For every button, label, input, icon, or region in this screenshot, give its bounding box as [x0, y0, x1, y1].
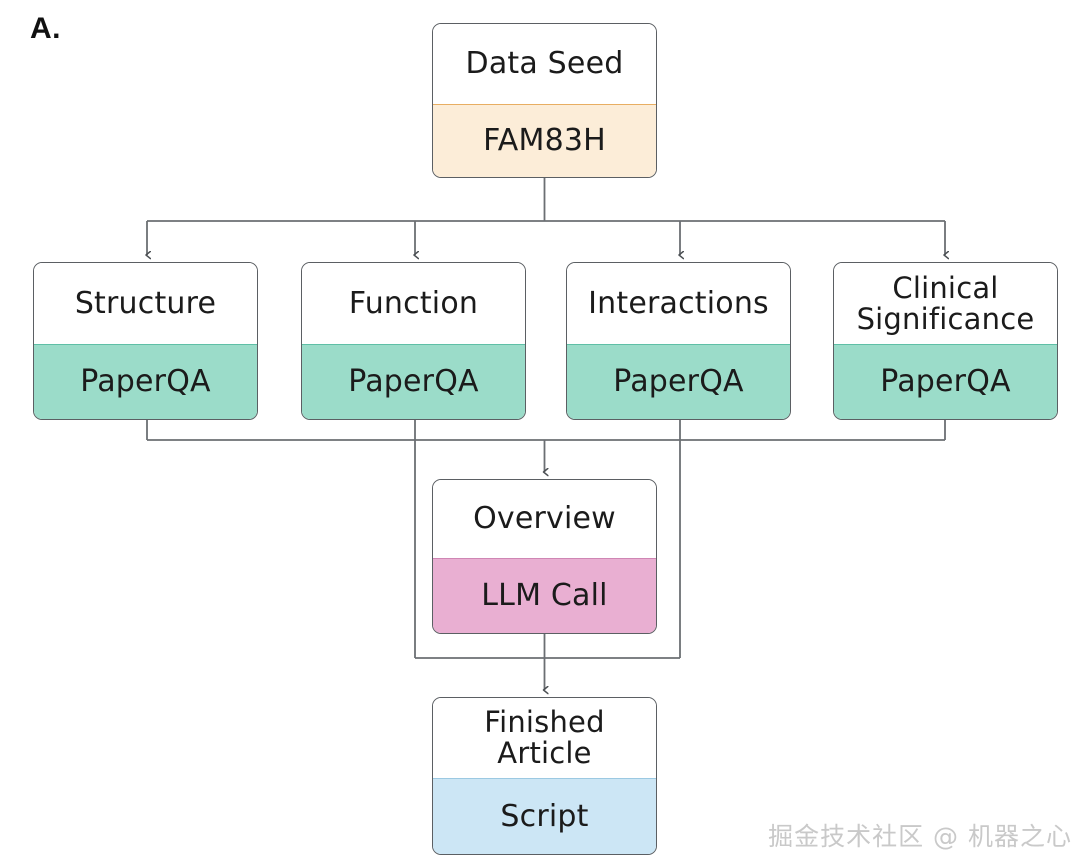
- node-clinical-significance-title: Clinical Significance: [834, 263, 1057, 344]
- node-structure-tool: PaperQA: [34, 344, 257, 419]
- node-data-seed-value: FAM83H: [433, 104, 656, 177]
- node-data-seed-title: Data Seed: [433, 24, 656, 104]
- node-clinical-title-line1: Clinical: [892, 270, 999, 305]
- node-function[interactable]: Function PaperQA: [301, 262, 526, 420]
- node-overview-tool: LLM Call: [433, 558, 656, 633]
- node-interactions-title: Interactions: [567, 263, 790, 344]
- node-overview[interactable]: Overview LLM Call: [432, 479, 657, 634]
- node-overview-title: Overview: [433, 480, 656, 558]
- node-finished-article-title: Finished Article: [433, 698, 656, 778]
- node-function-tool: PaperQA: [302, 344, 525, 419]
- node-structure[interactable]: Structure PaperQA: [33, 262, 258, 420]
- node-interactions[interactable]: Interactions PaperQA: [566, 262, 791, 420]
- node-function-title: Function: [302, 263, 525, 344]
- node-clinical-significance-tool: PaperQA: [834, 344, 1057, 419]
- node-finished-article[interactable]: Finished Article Script: [432, 697, 657, 855]
- panel-label: A.: [30, 12, 61, 45]
- node-finished-article-tool: Script: [433, 778, 656, 854]
- node-clinical-significance[interactable]: Clinical Significance PaperQA: [833, 262, 1058, 420]
- node-clinical-title-line2: Significance: [856, 301, 1035, 336]
- node-interactions-tool: PaperQA: [567, 344, 790, 419]
- node-finished-title-line2: Article: [497, 736, 592, 770]
- node-structure-title: Structure: [34, 263, 257, 344]
- node-finished-title-line1: Finished: [484, 705, 605, 740]
- watermark: 掘金技术社区 @ 机器之心: [768, 822, 1072, 851]
- node-data-seed[interactable]: Data Seed FAM83H: [432, 23, 657, 178]
